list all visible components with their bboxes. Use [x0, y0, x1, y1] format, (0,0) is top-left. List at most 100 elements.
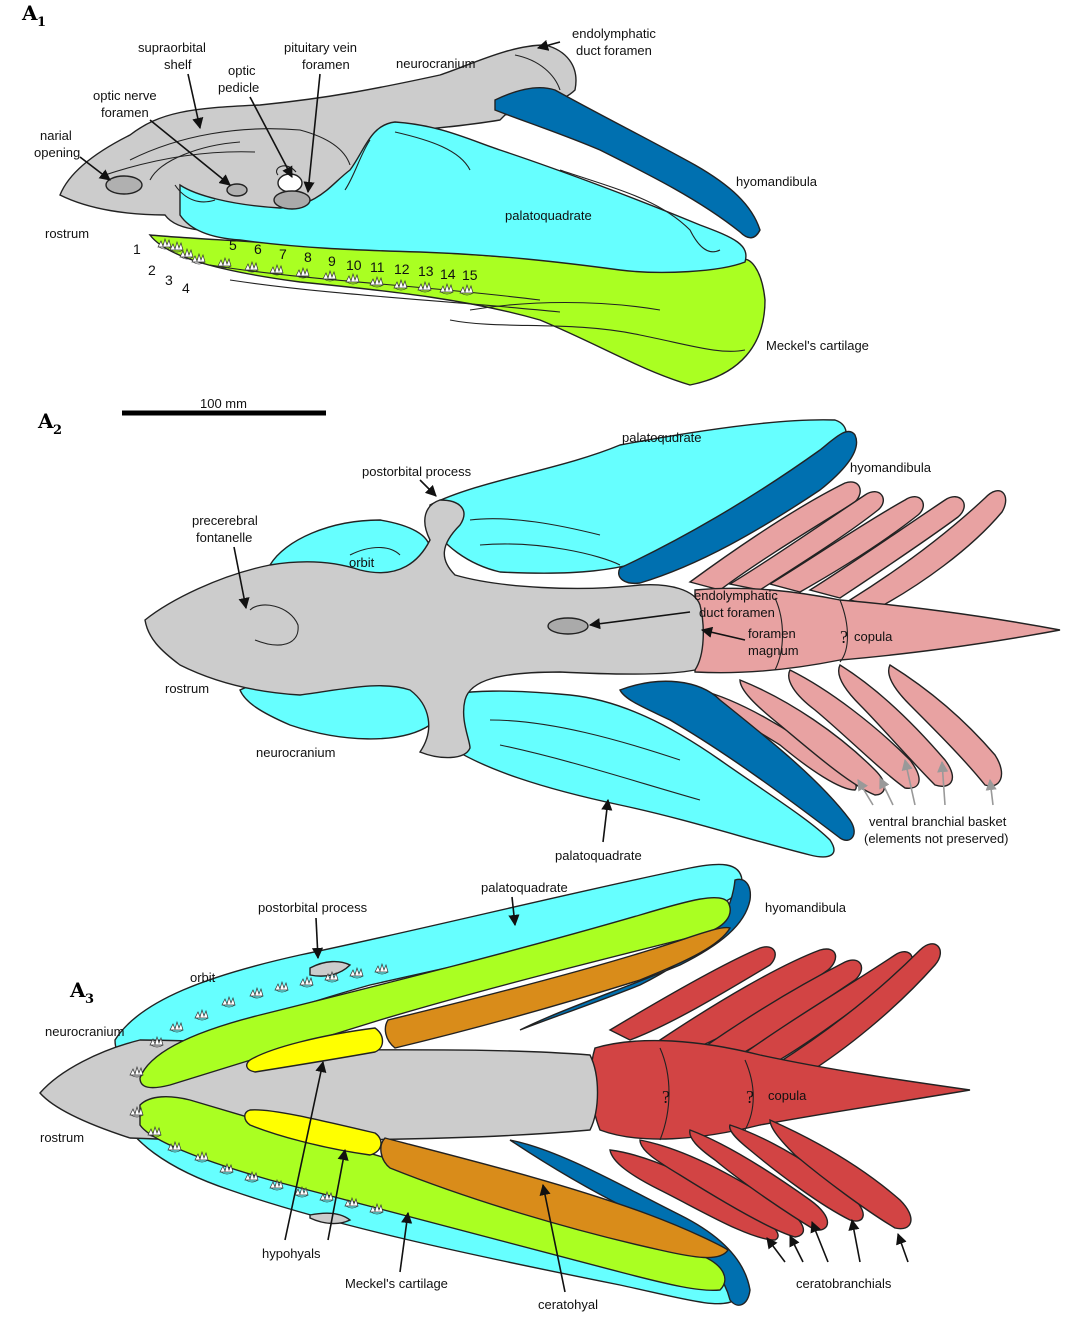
a3-arrow-postorbital — [311, 917, 324, 960]
a2-question: ? — [840, 627, 848, 647]
a3-label-rostrum: rostrum — [40, 1130, 84, 1145]
a1-tooth-number: 14 — [440, 266, 456, 282]
a1-label-supraorbital-2: shelf — [164, 57, 192, 72]
a1-pituitary-foramen — [273, 190, 311, 210]
a3-arrow-hypohyal-upper — [284, 1060, 327, 1241]
a3-label-palatoquadrate: palatoquadrate — [481, 880, 568, 895]
a2-label-ventral-2: (elements not preserved) — [864, 831, 1009, 846]
a1-tooth-number: 3 — [165, 272, 173, 288]
a1-tooth-number: 2 — [148, 262, 156, 278]
a2-hyomandibula-upper — [618, 430, 858, 585]
panel-a2-letter: A — [37, 409, 54, 433]
a3-arrow-palatoquadrate — [508, 896, 520, 927]
a2-copula — [694, 587, 1061, 674]
a1-arrow-endolymphatic — [536, 39, 561, 51]
a3-branchial-lower — [609, 1118, 912, 1241]
a3-hyomandibula-lower — [509, 1139, 751, 1306]
a3-hypohyal-upper — [246, 1027, 384, 1073]
a3-hyomandibula-upper — [519, 878, 752, 1031]
a1-label-pituitary: pituitary vein — [284, 40, 357, 55]
a3-arrow-ceratobranchial — [896, 1232, 909, 1263]
a1-arrow-optic-nerve — [149, 119, 231, 186]
a1-label-optic-pedicle-2: pedicle — [218, 80, 259, 95]
a2-arrow-ventral — [857, 779, 874, 806]
a3-arrow-ceratobranchial — [810, 1220, 829, 1263]
panel-a1-subscript: 1 — [37, 15, 46, 30]
a1-palatoquadrate-shape — [179, 121, 747, 274]
a1-tooth-number: 1 — [133, 241, 141, 257]
a3-label-copula: copula — [768, 1088, 807, 1103]
a3-question-2: ? — [746, 1087, 754, 1107]
a1-label-palatoquadrate: palatoquadrate — [505, 208, 592, 223]
a2-label-postorbital: postorbital process — [362, 464, 472, 479]
a3-label-neurocranium: neurocranium — [45, 1024, 125, 1039]
a2-label-copula: copula — [854, 629, 893, 644]
a3-postorbital — [309, 960, 352, 977]
a1-hyomandibula-shape — [494, 87, 761, 239]
a1-arrow-pituitary — [303, 73, 321, 194]
a1-arrow-supraorbital — [187, 73, 204, 130]
a2-label-rostrum: rostrum — [165, 681, 209, 696]
a1-tooth-number: 10 — [346, 257, 362, 273]
a1-tooth-number: 15 — [462, 267, 478, 283]
a1-tooth-number: 7 — [279, 246, 287, 262]
a1-label-narial: narial — [40, 128, 72, 143]
a2-arrow-palatoquadrate — [601, 798, 613, 843]
a3-arrow-meckels — [399, 1211, 413, 1273]
a2-arrow-precerebral — [233, 546, 250, 610]
a3-label-ceratohyal: ceratohyal — [538, 1297, 598, 1312]
a3-label-ceratobranchials: ceratobranchials — [796, 1276, 892, 1291]
a1-label-rostrum: rostrum — [45, 226, 89, 241]
a1-label-meckels: Meckel's cartilage — [766, 338, 869, 353]
a1-tooth-number: 5 — [229, 237, 237, 253]
a3-arrow-ceratobranchial — [789, 1234, 804, 1263]
a3-label-postorbital: postorbital process — [258, 900, 368, 915]
a3-label-meckels: Meckel's cartilage — [345, 1276, 448, 1291]
a3-arrow-ceratohyal — [539, 1183, 566, 1293]
a2-label-precerebral-2: fontanelle — [196, 530, 252, 545]
a1-tooth-number: 11 — [370, 259, 385, 275]
a2-label-orbit: orbit — [349, 555, 375, 570]
panel-a3: A 3 — [39, 863, 971, 1312]
a2-arrow-foramen — [700, 626, 746, 641]
a1-label-endolymphatic: endolymphatic — [572, 26, 656, 41]
a1-arrow-narial — [79, 156, 111, 181]
a3-label-hypohyals: hypohyals — [262, 1246, 321, 1261]
a2-branchial-upper — [688, 481, 1007, 608]
a2-label-hyomandibula: hyomandibula — [850, 460, 932, 475]
a1-label-endolymphatic-2: duct foramen — [576, 43, 652, 58]
a1-label-pituitary-2: foramen — [302, 57, 350, 72]
a1-label-optic-nerve-2: foramen — [101, 105, 149, 120]
panel-a1-letter: A — [21, 1, 38, 25]
a2-arrow-ventral — [901, 758, 916, 806]
a1-tooth-number: 9 — [328, 253, 336, 269]
a1-tooth-number: 12 — [394, 261, 410, 277]
panel-a3-letter: A — [69, 978, 86, 1002]
a1-label-narial-2: opening — [34, 145, 80, 160]
a3-ceratohyal-upper — [384, 926, 732, 1049]
a2-label-foramen-2: magnum — [748, 643, 799, 658]
a1-label-optic-pedicle: optic — [228, 63, 256, 78]
a2-label-neurocranium: neurocranium — [256, 745, 336, 760]
a2-label-foramen: foramen — [748, 626, 796, 641]
a1-optic-pedicle — [277, 173, 303, 193]
a3-question-1: ? — [662, 1087, 670, 1107]
a3-label-hyomandibula: hyomandibula — [765, 900, 847, 915]
a2-label-endolymphatic-2: duct foramen — [699, 605, 775, 620]
panel-a2-subscript: 2 — [53, 423, 62, 438]
a2-label-palatoquadrate: palatoquadrate — [555, 848, 642, 863]
a1-tooth-number: 13 — [418, 263, 434, 279]
a1-optic-nerve-foramen — [226, 183, 248, 197]
a1-tooth-number: 6 — [254, 241, 262, 257]
a2-label-palatoqudrate: palatoqudrate — [622, 430, 702, 445]
a2-arrow-ventral — [937, 760, 949, 806]
a3-label-orbit: orbit — [190, 970, 216, 985]
a2-arrow-ventral — [985, 778, 997, 806]
a1-narial-opening — [105, 175, 143, 195]
a1-tooth-number: 4 — [182, 280, 190, 296]
a1-arrow-optic-pedicle — [249, 96, 293, 178]
panel-a3-subscript: 3 — [85, 992, 94, 1007]
a3-arrow-ceratobranchial — [848, 1218, 861, 1263]
a3-branchial-upper — [608, 943, 941, 1076]
